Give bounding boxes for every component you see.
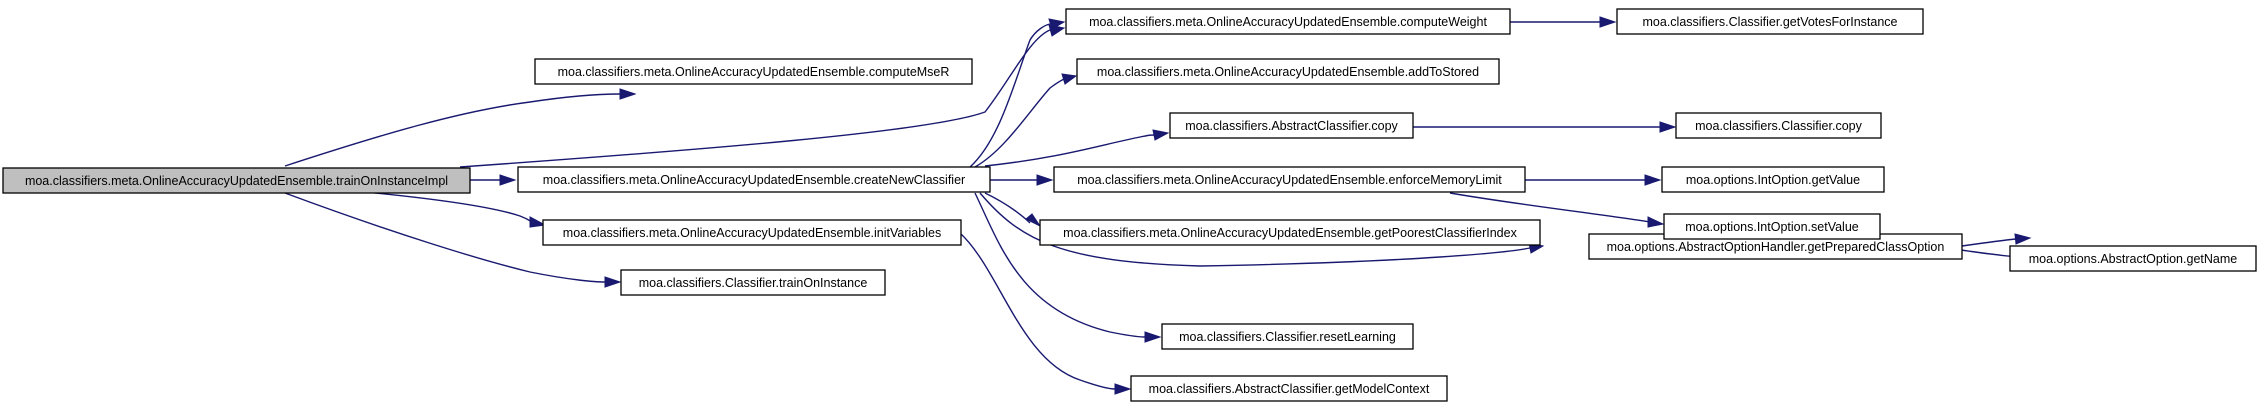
edge-root-to-computeWeight <box>459 24 1066 168</box>
edge-getPreparedClassOption-to-getName <box>1961 233 2032 247</box>
edge-create-to-addToStored <box>974 73 1078 168</box>
node-initVariables[interactable]: moa.classifiers.meta.OnlineAccuracyUpdat… <box>542 219 962 246</box>
node-label: moa.classifiers.meta.OnlineAccuracyUpdat… <box>558 65 950 79</box>
node-label: moa.classifiers.meta.OnlineAccuracyUpdat… <box>563 226 941 240</box>
edge-enforceMemoryLimit-to-setValue <box>1449 192 1665 228</box>
edge-create-to-abstractClassifier-copy <box>984 129 1170 167</box>
edge-root-to-createNewClassifier <box>470 174 517 186</box>
node-label: moa.options.AbstractOption.getName <box>2029 252 2237 266</box>
edge-create-to-computeWeight <box>969 18 1066 168</box>
node-label: moa.classifiers.meta.OnlineAccuracyUpdat… <box>1063 226 1517 240</box>
node-trainOnInstance[interactable]: moa.classifiers.Classifier.trainOnInstan… <box>620 269 886 296</box>
node-label: moa.classifiers.meta.OnlineAccuracyUpdat… <box>1089 15 1487 29</box>
node-computeMseR[interactable]: moa.classifiers.meta.OnlineAccuracyUpdat… <box>534 58 973 85</box>
edge-create-to-enforceMemoryLimit <box>990 174 1054 186</box>
node-label: moa.classifiers.AbstractClassifier.getMo… <box>1149 382 1430 396</box>
node-label: moa.options.AbstractOptionHandler.getPre… <box>1607 240 1945 254</box>
node-label: moa.classifiers.Classifier.resetLearning <box>1179 330 1396 344</box>
edge-root-to-trainOnInstance <box>284 192 622 288</box>
edge-computeWeight-to-getVotesForInstance <box>1510 16 1617 28</box>
node-label: moa.classifiers.meta.OnlineAccuracyUpdat… <box>25 174 448 188</box>
edge-create-to-resetLearning <box>974 192 1162 343</box>
edge-enforceMemoryLimit-to-getValue <box>1525 174 1662 186</box>
node-label: moa.classifiers.Classifier.getVotesForIn… <box>1643 15 1898 29</box>
node-abstractClassifier-copy[interactable]: moa.classifiers.AbstractClassifier.copy <box>1169 112 1414 139</box>
node-label: moa.classifiers.AbstractClassifier.copy <box>1185 119 1398 133</box>
edge-abstractClassifier-copy-to-classifier-copy <box>1413 121 1677 133</box>
edge-root-to-computeMseR <box>284 88 637 167</box>
node-addToStored[interactable]: moa.classifiers.meta.OnlineAccuracyUpdat… <box>1076 58 1500 85</box>
node-label: moa.classifiers.meta.OnlineAccuracyUpdat… <box>1097 65 1479 79</box>
node-getModelContext[interactable]: moa.classifiers.AbstractClassifier.getMo… <box>1130 375 1448 402</box>
node-computeWeight[interactable]: moa.classifiers.meta.OnlineAccuracyUpdat… <box>1065 8 1511 35</box>
nodes-layer: moa.classifiers.meta.OnlineAccuracyUpdat… <box>2 8 2257 402</box>
edges-layer <box>284 16 2035 395</box>
edge-create-to-getPoorestClassifierIndex <box>984 192 1042 228</box>
node-getName[interactable]: moa.options.AbstractOption.getName <box>2009 245 2257 272</box>
node-label: moa.options.IntOption.setValue <box>1685 220 1859 234</box>
node-enforceMemoryLimit[interactable]: moa.classifiers.meta.OnlineAccuracyUpdat… <box>1053 166 1526 193</box>
node-trainOnInstanceImpl[interactable]: moa.classifiers.meta.OnlineAccuracyUpdat… <box>2 167 471 194</box>
node-getValue[interactable]: moa.options.IntOption.getValue <box>1661 166 1885 193</box>
node-label: moa.classifiers.meta.OnlineAccuracyUpdat… <box>543 173 965 187</box>
node-label: moa.classifiers.meta.OnlineAccuracyUpdat… <box>1077 173 1502 187</box>
node-createNewClassifier[interactable]: moa.classifiers.meta.OnlineAccuracyUpdat… <box>517 166 991 193</box>
edge-initVariables-to-getModelContext <box>959 232 1132 395</box>
node-label: moa.classifiers.Classifier.copy <box>1695 119 1862 133</box>
node-getPoorestClassifierIndex[interactable]: moa.classifiers.meta.OnlineAccuracyUpdat… <box>1039 219 1541 246</box>
node-label: moa.classifiers.Classifier.trainOnInstan… <box>639 276 868 290</box>
node-label: moa.options.IntOption.getValue <box>1686 173 1860 187</box>
node-resetLearning[interactable]: moa.classifiers.Classifier.resetLearning <box>1161 323 1414 350</box>
edge-root-to-initVariables <box>354 190 547 228</box>
node-setValue[interactable]: moa.options.IntOption.setValue <box>1663 213 1881 240</box>
node-classifier-copy[interactable]: moa.classifiers.Classifier.copy <box>1675 112 1882 139</box>
node-getVotesForInstance[interactable]: moa.classifiers.Classifier.getVotesForIn… <box>1616 8 1924 35</box>
